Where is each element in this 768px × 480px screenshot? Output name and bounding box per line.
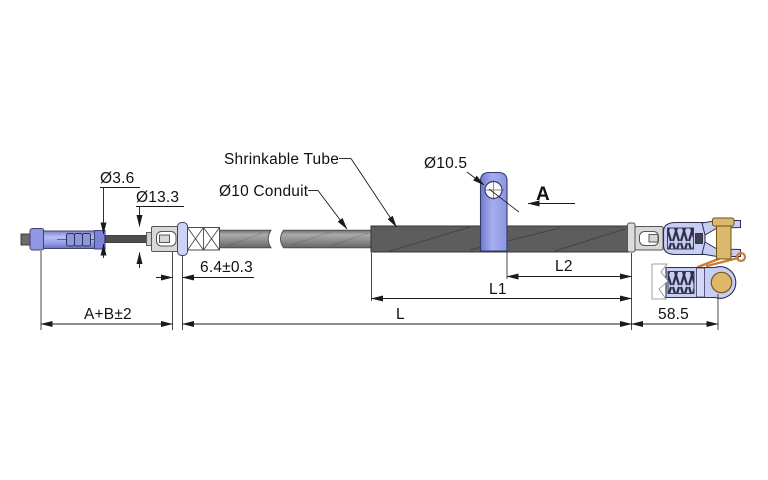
clevis-pin-shaft bbox=[716, 225, 732, 260]
conduit-texture bbox=[229, 231, 369, 247]
mounting-clamp bbox=[479, 171, 508, 252]
clamp-hole-diameter-label: Ø10.5 bbox=[424, 155, 467, 172]
left-adjuster-fitting bbox=[146, 222, 220, 256]
exposed-spring-section bbox=[187, 227, 220, 251]
shrinkable-tube-label: Shrinkable Tube bbox=[224, 151, 339, 168]
dimension-lines bbox=[40, 158, 719, 330]
l-dim-label: L bbox=[396, 306, 405, 323]
cotter-pin-loop bbox=[735, 251, 747, 263]
clamp-hole-leader bbox=[466, 171, 485, 186]
adjuster-offset-dim-label: 6.4±0.3 bbox=[200, 259, 253, 276]
conduit-segment-right bbox=[280, 229, 372, 249]
eye-spring bbox=[667, 271, 695, 294]
crimp-bead bbox=[82, 233, 91, 247]
l1-dim-label: L1 bbox=[489, 281, 507, 298]
clamp-hole-leader-overshoot bbox=[488, 188, 520, 213]
eye-end-fitting bbox=[651, 263, 737, 300]
right-adjuster-fitting bbox=[627, 222, 664, 253]
clevis-fork-assembly bbox=[662, 217, 747, 269]
l2-dim-label: L2 bbox=[555, 258, 573, 275]
conduit-leader bbox=[317, 190, 348, 230]
spring-stop bbox=[695, 233, 703, 244]
conduit-segment-left bbox=[219, 229, 272, 249]
cable-diameter-label: Ø3.6 bbox=[100, 170, 134, 187]
right-end-length-label: 58.5 bbox=[658, 306, 689, 323]
crimp-bead bbox=[66, 233, 75, 247]
hole-centerlines bbox=[483, 180, 504, 201]
adjuster-diameter-label: Ø13.3 bbox=[136, 189, 179, 206]
break-edge bbox=[651, 263, 669, 300]
left-assembly-length-label: A+B±2 bbox=[84, 306, 132, 323]
section-view-label: A bbox=[536, 184, 550, 205]
anchor-cap bbox=[29, 228, 45, 251]
adjuster-tab bbox=[159, 234, 170, 243]
right-flange bbox=[627, 222, 636, 253]
right-adjuster-tab bbox=[648, 234, 659, 243]
conduit bbox=[219, 229, 372, 249]
crimp-bead bbox=[74, 233, 83, 247]
left-barrel-anchor bbox=[20, 228, 106, 251]
eye-hole bbox=[710, 271, 733, 294]
clevis-pin-head bbox=[712, 217, 735, 227]
shrink-tube-leader bbox=[350, 158, 397, 228]
conduit-flange bbox=[177, 222, 188, 256]
eye-collar-band bbox=[696, 267, 705, 298]
conduit-label: Ø10 Conduit bbox=[219, 183, 309, 200]
clevis-spring bbox=[667, 227, 694, 250]
